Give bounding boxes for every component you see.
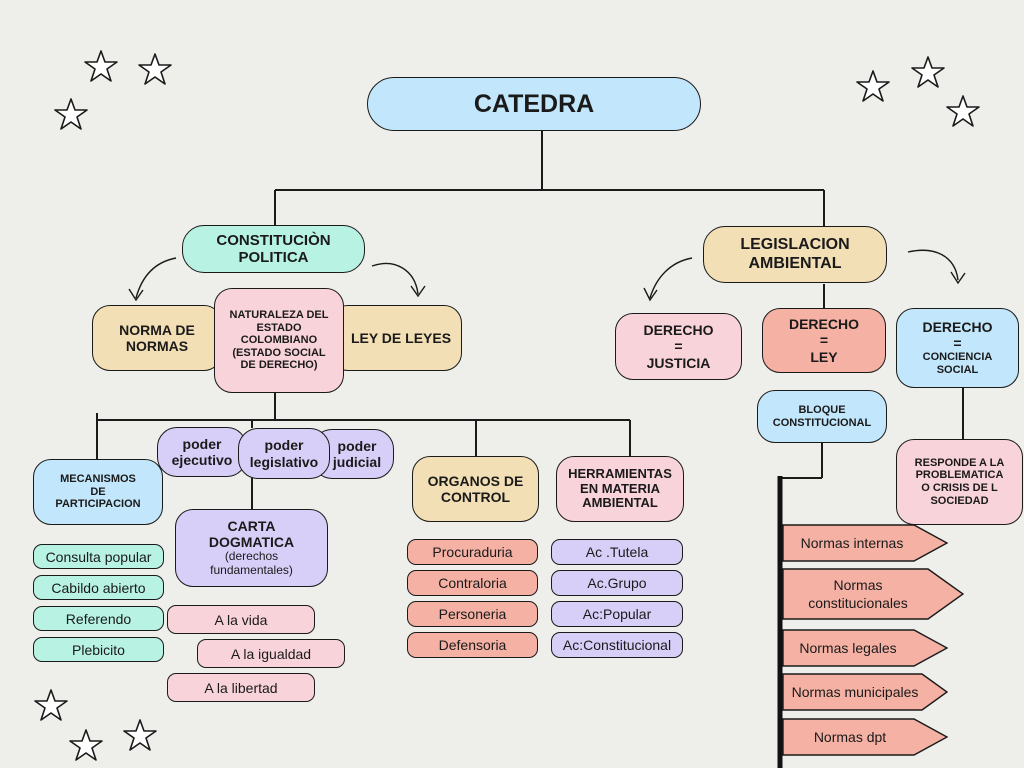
responde-line-1: RESPONDE A LA: [914, 456, 1005, 469]
normas-legales-label: Normas legales: [799, 639, 897, 656]
mecanismo-item: Plebicito: [33, 637, 164, 662]
justicia-line-2: =: [674, 338, 683, 355]
flag-arrow-icon: [782, 718, 948, 756]
flag-arrow-icon: [782, 568, 964, 620]
mecanismo-item: Consulta popular: [33, 544, 164, 569]
norma-line-2: NORMAS: [125, 338, 189, 354]
poder-legislativo-line-1: poder: [264, 437, 304, 454]
ley-line-1: DERECHO: [788, 316, 859, 333]
poder-judicial-line-1: poder: [337, 437, 377, 454]
herramientas-ambiental-node: HERRAMIENTAS EN MATERIA AMBIENTAL: [556, 456, 684, 522]
naturaleza-line-1: NATURALEZA DEL: [229, 308, 329, 321]
derecho-item: A la vida: [167, 605, 315, 634]
normas-dpt-flag: Normas dpt: [782, 718, 948, 756]
accion-item: Ac:Popular: [551, 601, 683, 627]
norma-line-1: NORMA DE: [119, 321, 195, 338]
poder-judicial-line-2: judicial: [332, 454, 382, 470]
conciencia-line-2: =: [953, 335, 962, 352]
organos-control-node: ORGANOS DE CONTROL: [412, 456, 539, 522]
responde-line-3: O CRISIS DE L: [921, 482, 998, 494]
norma-de-normas-node: NORMA DE NORMAS: [92, 305, 222, 371]
catedra-title: CATEDRA: [473, 89, 595, 118]
organo-item: Personeria: [407, 601, 538, 627]
carta-dogmatica-node: CARTA DOGMATICA (derechos fundamentales): [175, 509, 328, 587]
mecanismo-item: Referendo: [33, 606, 164, 631]
bloque-line-2: CONSTITUCIONAL: [772, 416, 872, 429]
accion-item: Ac.Grupo: [551, 570, 683, 596]
constitucion-politica-node: CONSTITUCIÒN POLITICA: [182, 225, 365, 273]
ley-line-2: =: [819, 332, 829, 349]
normas-dpt-label: Normas dpt: [813, 728, 887, 745]
carta-line-2: DOGMATICA: [208, 534, 295, 551]
normas-constitucionales-line-2: constitucionales: [808, 595, 908, 611]
responde-problematica-node: RESPONDE A LA PROBLEMATICA O CRISIS DE L…: [896, 439, 1023, 525]
normas-constitucionales-flag: Normas constitucionales: [782, 568, 964, 620]
responde-line-2: PROBLEMATICA: [915, 469, 1004, 482]
naturaleza-line-2: ESTADO: [256, 321, 302, 334]
constitucion-line-2: POLITICA: [238, 249, 309, 266]
carta-sub-2: fundamentales): [210, 563, 293, 578]
flag-arrow-icon: [782, 524, 948, 562]
normas-internas-flag: Normas internas: [782, 524, 948, 562]
normas-internas-label: Normas internas: [800, 534, 904, 551]
organo-item: Procuraduria: [407, 539, 538, 565]
conciencia-line-4: SOCIAL: [936, 364, 979, 377]
poder-ejecutivo-line-1: poder: [182, 435, 222, 452]
poder-ejecutivo-node: poder ejecutivo: [157, 427, 247, 477]
flag-arrow-icon: [782, 673, 948, 711]
accion-item: Ac:Constitucional: [551, 632, 683, 658]
carta-line-1: CARTA: [227, 518, 276, 535]
derecho-ley-node: DERECHO = LEY: [762, 308, 886, 373]
naturaleza-estado-node: NATURALEZA DEL ESTADO COLOMBIANO (ESTADO…: [214, 288, 344, 393]
catedra-title-node: CATEDRA: [367, 77, 701, 131]
bloque-constitucional-node: BLOQUE CONSTITUCIONAL: [757, 390, 887, 443]
mecanismo-item: Cabildo abierto: [33, 575, 164, 600]
carta-sub-1: (derechos: [224, 549, 279, 564]
conciencia-line-1: DERECHO: [922, 319, 993, 336]
ley-line-3: LEY: [810, 348, 838, 365]
normas-municipales-label: Normas municipales: [791, 683, 919, 700]
legislacion-ambiental-node: LEGISLACION AMBIENTAL: [703, 226, 887, 283]
organos-line-1: ORGANOS DE: [427, 472, 524, 489]
constitucion-line-1: CONSTITUCIÒN: [216, 231, 331, 249]
ley-de-leyes-label: LEY DE LEYES: [350, 329, 452, 346]
herramientas-line-2: EN MATERIA: [580, 480, 660, 496]
mecanismos-line-1: MECANISMOS: [60, 473, 136, 486]
normas-legales-flag: Normas legales: [782, 629, 948, 667]
mecanismos-line-2: DE: [90, 485, 106, 498]
bloque-line-1: BLOQUE: [798, 403, 846, 416]
herramientas-line-3: AMBIENTAL: [582, 495, 658, 511]
herramientas-line-1: HERRAMIENTAS: [568, 465, 672, 481]
poder-ejecutivo-line-2: ejecutivo: [171, 452, 233, 468]
conciencia-line-3: CONCIENCIA: [922, 351, 993, 364]
derecho-item: A la libertad: [167, 673, 315, 702]
naturaleza-line-5: DE DERECHO): [240, 359, 318, 372]
naturaleza-line-3: COLOMBIANO: [240, 334, 318, 347]
mecanismos-line-3: PARTICIPACION: [55, 498, 141, 511]
normas-constitucionales-line-1: Normas: [833, 576, 883, 593]
derecho-conciencia-node: DERECHO = CONCIENCIA SOCIAL: [896, 308, 1019, 388]
legislacion-line-2: AMBIENTAL: [748, 254, 842, 272]
responde-line-4: SOCIEDAD: [930, 494, 989, 507]
poder-legislativo-line-2: legislativo: [249, 453, 319, 470]
organo-item: Contraloria: [407, 570, 538, 596]
justicia-line-1: DERECHO: [643, 322, 714, 339]
naturaleza-line-4: (ESTADO SOCIAL: [232, 346, 326, 359]
organo-item: Defensoria: [407, 632, 538, 658]
poder-legislativo-node: poder legislativo: [238, 428, 330, 479]
mecanismos-participacion-node: MECANISMOS DE PARTICIPACION: [33, 459, 163, 525]
curved-arrow-icon: [128, 249, 966, 302]
legislacion-line-1: LEGISLACION: [740, 236, 850, 254]
normas-municipales-flag: Normas municipales: [782, 673, 948, 711]
derecho-item: A la igualdad: [197, 639, 345, 668]
justicia-line-3: JUSTICIA: [646, 354, 711, 371]
accion-item: Ac .Tutela: [551, 539, 683, 565]
flag-arrow-icon: [782, 629, 948, 667]
derecho-justicia-node: DERECHO = JUSTICIA: [615, 313, 742, 380]
ley-de-leyes-node: LEY DE LEYES: [330, 305, 462, 371]
organos-line-2: CONTROL: [440, 489, 511, 505]
